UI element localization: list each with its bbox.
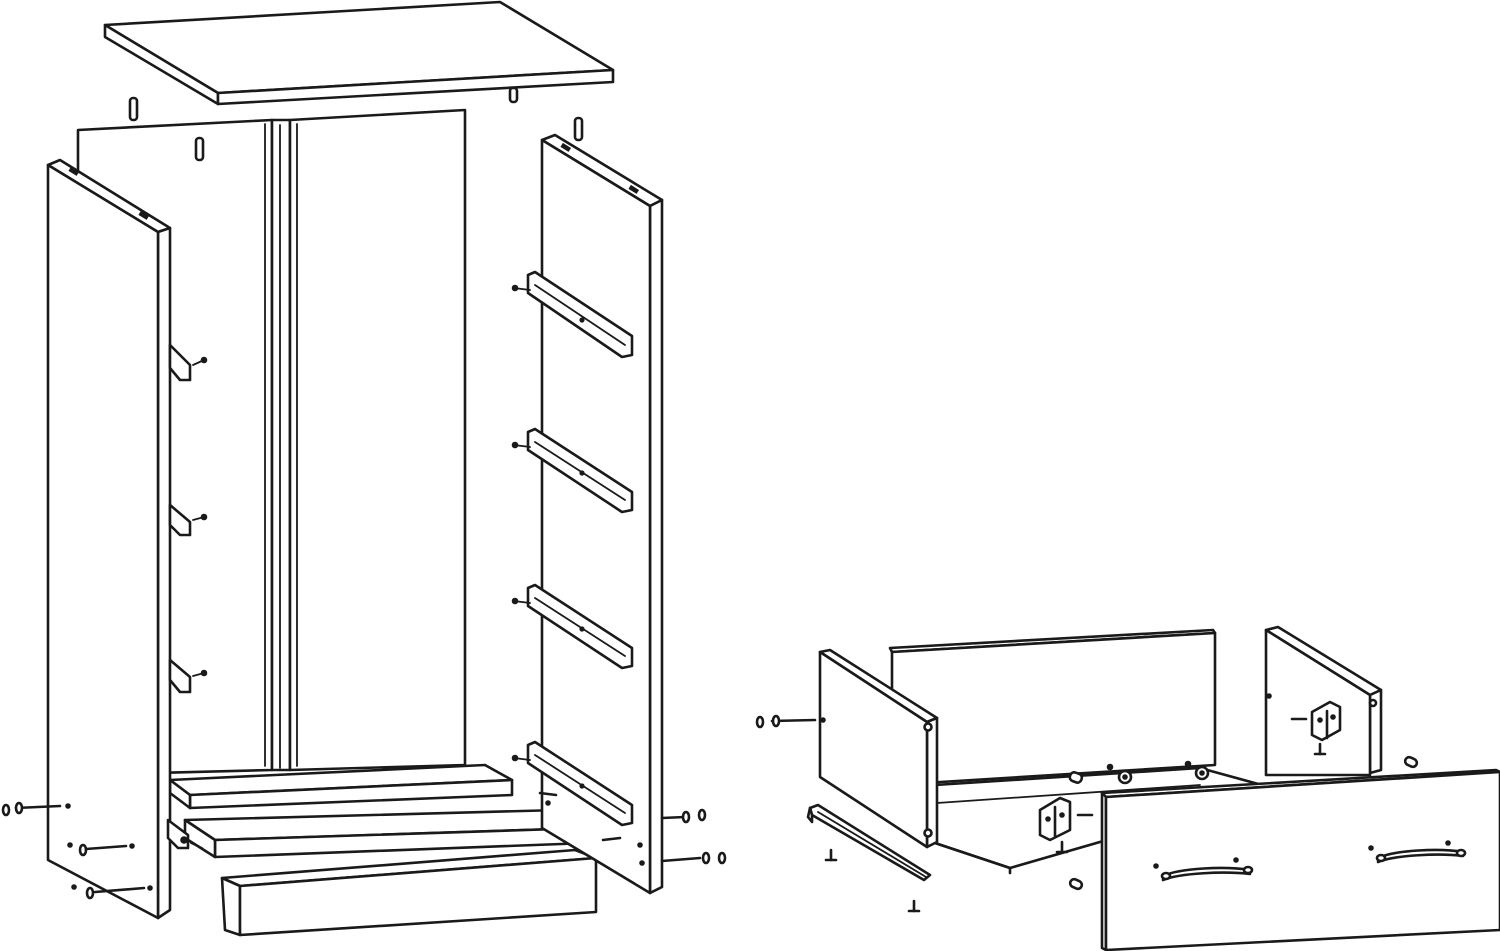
top-panel — [103, 0, 615, 106]
left-side-panel — [46, 158, 172, 920]
cam-bolts — [1, 791, 727, 900]
screw — [907, 899, 921, 913]
rail-runner-4 — [511, 740, 634, 827]
rail-runner-1 — [511, 270, 634, 359]
drawer-handle-right — [1368, 840, 1467, 864]
drawer-right-side — [1264, 625, 1383, 777]
drawer-handles — [1153, 840, 1467, 882]
wooden-dowels — [128, 86, 584, 162]
plinth — [220, 848, 598, 937]
drawer-rail-runners — [511, 270, 634, 827]
drawer-assembly — [755, 625, 1500, 951]
bottom-shelf — [168, 763, 514, 810]
drawer-front — [1100, 768, 1500, 951]
corner-bracket-bottom — [1038, 796, 1094, 854]
right-side-panel — [540, 133, 664, 895]
drawer-handle-left — [1153, 857, 1254, 882]
drawer-dowels — [1068, 755, 1419, 891]
corner-bracket-side — [1290, 700, 1342, 756]
drawer-left-side — [755, 648, 939, 849]
rail-runner-2 — [511, 427, 634, 514]
drawer-back — [888, 628, 1217, 787]
rail-runner-3 — [511, 583, 634, 670]
cam-locks — [1068, 760, 1210, 785]
middle-shelf — [183, 808, 590, 859]
screw — [824, 848, 838, 862]
drawer-rail — [806, 803, 932, 913]
cabinet-assembly — [1, 0, 727, 937]
